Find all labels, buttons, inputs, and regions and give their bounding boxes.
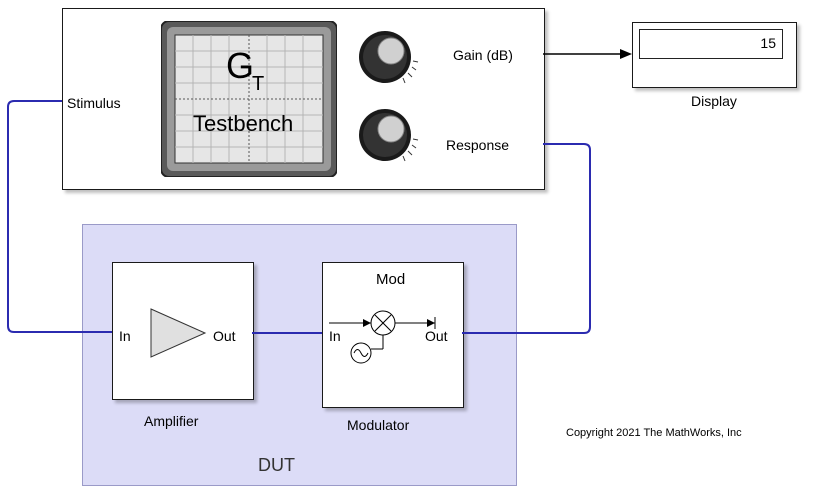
gain-knob-icon[interactable]: [355, 23, 419, 87]
amplifier-triangle-icon: [150, 308, 207, 358]
modulator-in-label: In: [329, 328, 341, 344]
response-wire: [462, 143, 591, 334]
screen-title-sub: T: [252, 73, 265, 95]
modulator-title: Mod: [376, 271, 406, 288]
display-value: 15: [760, 35, 776, 51]
gain-to-display-wire: [543, 49, 632, 59]
display-readout: 15: [639, 29, 783, 59]
amplifier-out-label: Out: [213, 328, 236, 344]
testbench-block[interactable]: G T Testbench Stimulus Gain (dB) Respons…: [62, 8, 545, 190]
modulator-name: Modulator: [347, 417, 410, 433]
screen-title-main: G: [226, 45, 255, 86]
display-block[interactable]: 15: [632, 22, 797, 88]
stimulus-wire: [7, 100, 112, 333]
response-port-label: Response: [446, 137, 510, 153]
dut-label: DUT: [258, 455, 295, 475]
screen-caption: Testbench: [193, 111, 294, 136]
modulator-out-label: Out: [425, 328, 448, 344]
gain-port-label: Gain (dB): [453, 47, 513, 63]
copyright-text: Copyright 2021 The MathWorks, Inc: [566, 427, 742, 439]
mixer-icon: [329, 310, 436, 364]
amplifier-block[interactable]: In Out: [112, 262, 254, 400]
amplifier-name: Amplifier: [144, 413, 199, 429]
testbench-screen-icon: [161, 21, 337, 177]
display-name: Display: [691, 93, 737, 109]
response-knob-icon[interactable]: [355, 101, 419, 165]
amplifier-in-label: In: [119, 328, 131, 344]
modulator-block[interactable]: Mod In Out: [322, 262, 464, 408]
stimulus-port-label: Stimulus: [67, 95, 121, 111]
